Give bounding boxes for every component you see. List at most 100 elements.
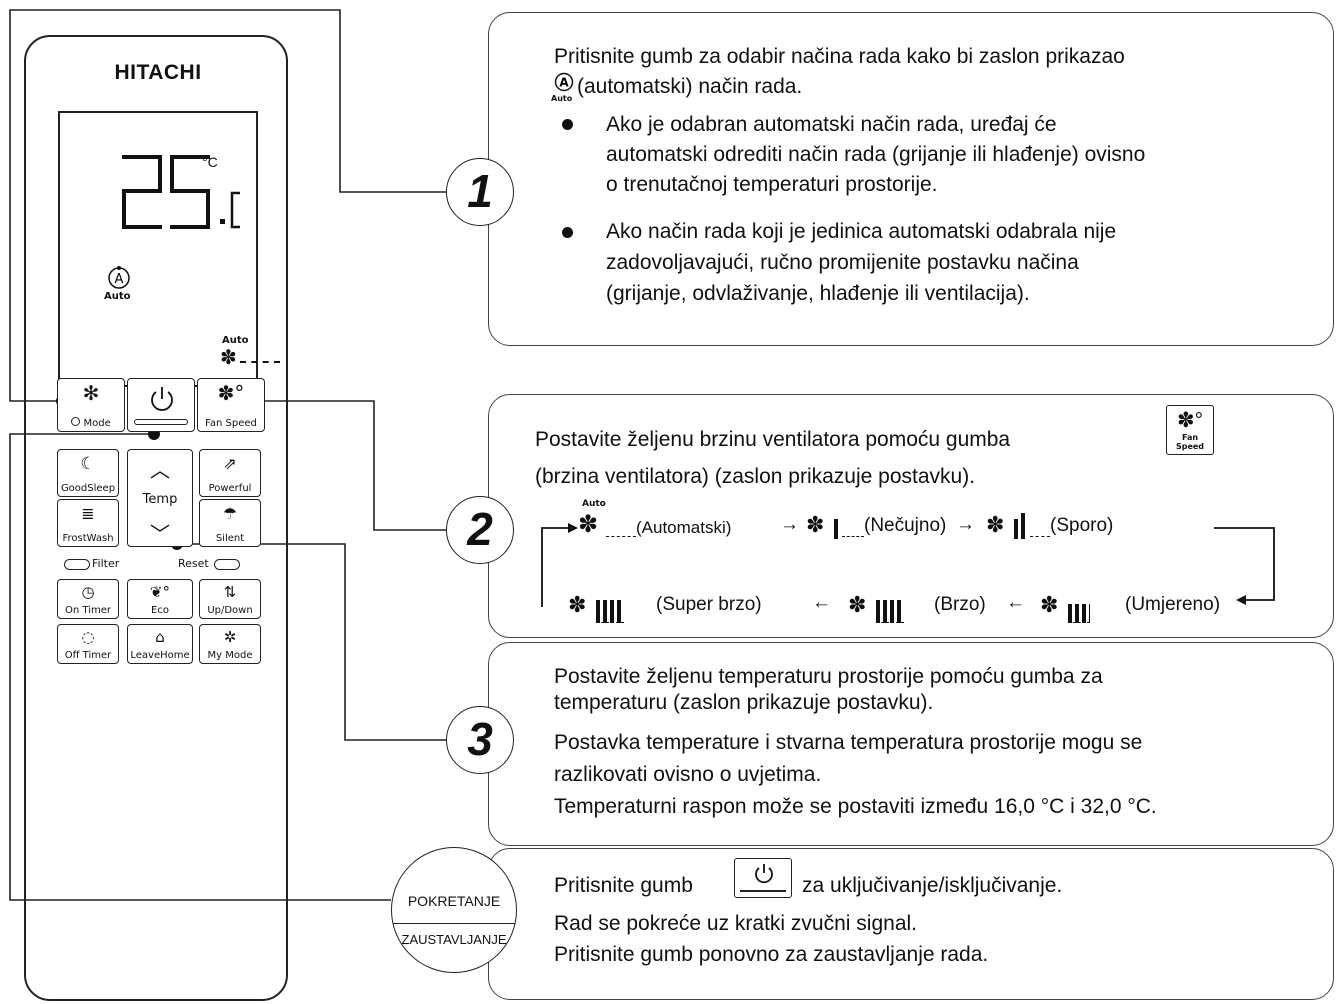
speed-bars-icon [1021, 513, 1025, 539]
fan-icon: ✽ [578, 511, 599, 538]
step1-bullet2-line1: Ako način rada koji je jedinica automats… [606, 220, 1117, 243]
step2-line2: (brzina ventilatora) (zaslon prikazuje p… [535, 465, 976, 488]
frostwash-button[interactable]: ≣ FrostWash [57, 499, 119, 547]
moon-icon: ☾ [80, 454, 96, 474]
my-mode-label: My Mode [207, 650, 253, 661]
step1-bullet2-line2: zadovoljavajući, ručno promijenite posta… [606, 251, 1079, 274]
mode-label: Mode [83, 418, 111, 429]
reset-label: Reset [178, 557, 209, 570]
fan-icon: ✽ [986, 512, 1005, 537]
level-dashes [1030, 536, 1050, 537]
arrow-right-icon: → [956, 514, 975, 535]
my-mode-button[interactable]: ✲ My Mode [199, 624, 261, 664]
eco-button[interactable]: ❦° Eco [127, 579, 193, 619]
step4-line1a: Pritisnite gumb [554, 874, 693, 897]
svg-text:A: A [559, 76, 569, 90]
silent-label: Silent [215, 533, 245, 544]
arrow-left-icon: ← [1006, 592, 1025, 613]
start-label: POKRETANJE [407, 893, 501, 909]
chevron-down-icon: ﹀ [150, 522, 170, 546]
fan-speed-label: Fan Speed [205, 418, 257, 429]
fan-level-dashes [240, 361, 280, 363]
chevron-up-icon: ︿ [150, 458, 170, 482]
speed-bars-icon [1068, 604, 1090, 623]
display-fan-label: Auto [222, 335, 249, 346]
house-icon: ⌂ [155, 628, 165, 646]
power-button[interactable] [127, 378, 195, 432]
leaf-icon: ❦° [149, 583, 171, 601]
level-dashes [842, 536, 864, 537]
step1-bullet1-line1: Ako je odabran automatski način rada, ur… [606, 113, 1057, 136]
speed-bars-icon [876, 600, 904, 623]
auto-mode-icon-inline: A [554, 72, 574, 92]
start-stop-label: POKRETANJE ZAUSTAVLJANJE [391, 847, 517, 973]
step3-line3: Postavka temperature i stvarna temperatu… [554, 731, 1143, 754]
step1-line1: Pritisnite gumb za odabir načina rada ka… [554, 45, 1125, 68]
power-indicator [740, 890, 786, 892]
step2-number: 2 [446, 496, 514, 564]
power-indicator [134, 419, 188, 425]
frostwash-icon: ≣ [81, 504, 95, 523]
auto-fan-caption: Auto [582, 499, 606, 509]
powerful-icon: ⇗ [223, 454, 237, 473]
on-timer-button[interactable]: ◷ On Timer [57, 579, 119, 619]
speed-automatic: (Automatski) [636, 518, 732, 537]
speed-slow: (Sporo) [1050, 515, 1114, 536]
mode-indicator-icon [71, 417, 81, 426]
step3-number: 3 [446, 706, 514, 774]
step1-line2: (automatski) način rada. [577, 75, 803, 98]
fan-icon: ✽ [568, 592, 587, 617]
fan-speed-cycle-arrows [541, 523, 1275, 607]
bullet [562, 227, 573, 238]
fan-icon: ✽ [848, 592, 867, 617]
eco-label: Eco [151, 605, 169, 616]
goodsleep-button[interactable]: ☾ GoodSleep [57, 449, 119, 497]
temperature-unit: °C [202, 154, 218, 170]
step3-box [488, 642, 1334, 846]
speed-moderate: (Umjereno) [1125, 594, 1221, 615]
swing-icon: ⇅ [223, 583, 237, 601]
fan-speed-caption: Fan Speed [1175, 433, 1205, 451]
leavehome-button[interactable]: ⌂ LeaveHome [127, 624, 193, 664]
speed-super-fast: (Super brzo) [656, 594, 762, 615]
step1-bullet2-line3: (grijanje, odvlaživanje, hlađenje ili ve… [606, 282, 1030, 305]
step4-line1b: za uključivanje/isključivanje. [802, 874, 1063, 897]
auto-dashes [606, 536, 636, 537]
mode-button[interactable]: ✻ Mode [57, 378, 125, 432]
step1-bullet1-line2: automatski odrediti način rada (grijanje… [606, 143, 1146, 166]
set-temperature-digits [122, 155, 240, 229]
temp-button[interactable]: ︿ Temp ﹀ [127, 449, 193, 547]
off-timer-button[interactable]: ◌ Off Timer [57, 624, 119, 664]
fan-icon: ✽° [1177, 409, 1203, 432]
divider [392, 923, 516, 924]
step3-line2: temperaturu (zaslon prikazuje postavku). [554, 691, 934, 714]
step1-box [488, 12, 1334, 346]
reset-button[interactable] [214, 559, 240, 570]
filter-label: Filter [92, 557, 120, 570]
power-icon [151, 387, 173, 411]
arrow-left-icon: ← [812, 592, 831, 613]
temp-label: Temp [142, 492, 178, 507]
fan-icon: ✽ [1040, 592, 1059, 617]
powerful-label: Powerful [208, 483, 252, 494]
silent-button[interactable]: ☂ Silent [199, 499, 261, 547]
stop-label: ZAUSTAVLJANJE [401, 932, 507, 947]
up-down-label: Up/Down [207, 605, 253, 616]
off-timer-label: Off Timer [64, 650, 112, 661]
goodsleep-label: GoodSleep [60, 483, 116, 494]
powerful-button[interactable]: ⇗ Powerful [199, 449, 261, 497]
fan-icon: ✽ [806, 512, 825, 537]
display-mode-label: Auto [104, 291, 131, 302]
frostwash-label: FrostWash [62, 533, 114, 544]
arrow-right-icon: → [780, 514, 799, 535]
up-down-button[interactable]: ⇅ Up/Down [199, 579, 261, 619]
filter-button[interactable] [64, 559, 90, 570]
display-fan-icon: ✽ [220, 347, 237, 369]
step4-line2: Rad se pokreće uz kratki zvučni signal. [554, 912, 917, 935]
on-timer-label: On Timer [65, 605, 111, 616]
fan-speed-button[interactable]: ✽° Fan Speed [197, 378, 265, 432]
speed-fast: (Brzo) [934, 594, 986, 615]
speed-bars-icon [834, 519, 838, 539]
brand-logo: HITACHI [114, 61, 202, 84]
step3-line4: razlikovati ovisno o uvjetima. [554, 763, 822, 786]
